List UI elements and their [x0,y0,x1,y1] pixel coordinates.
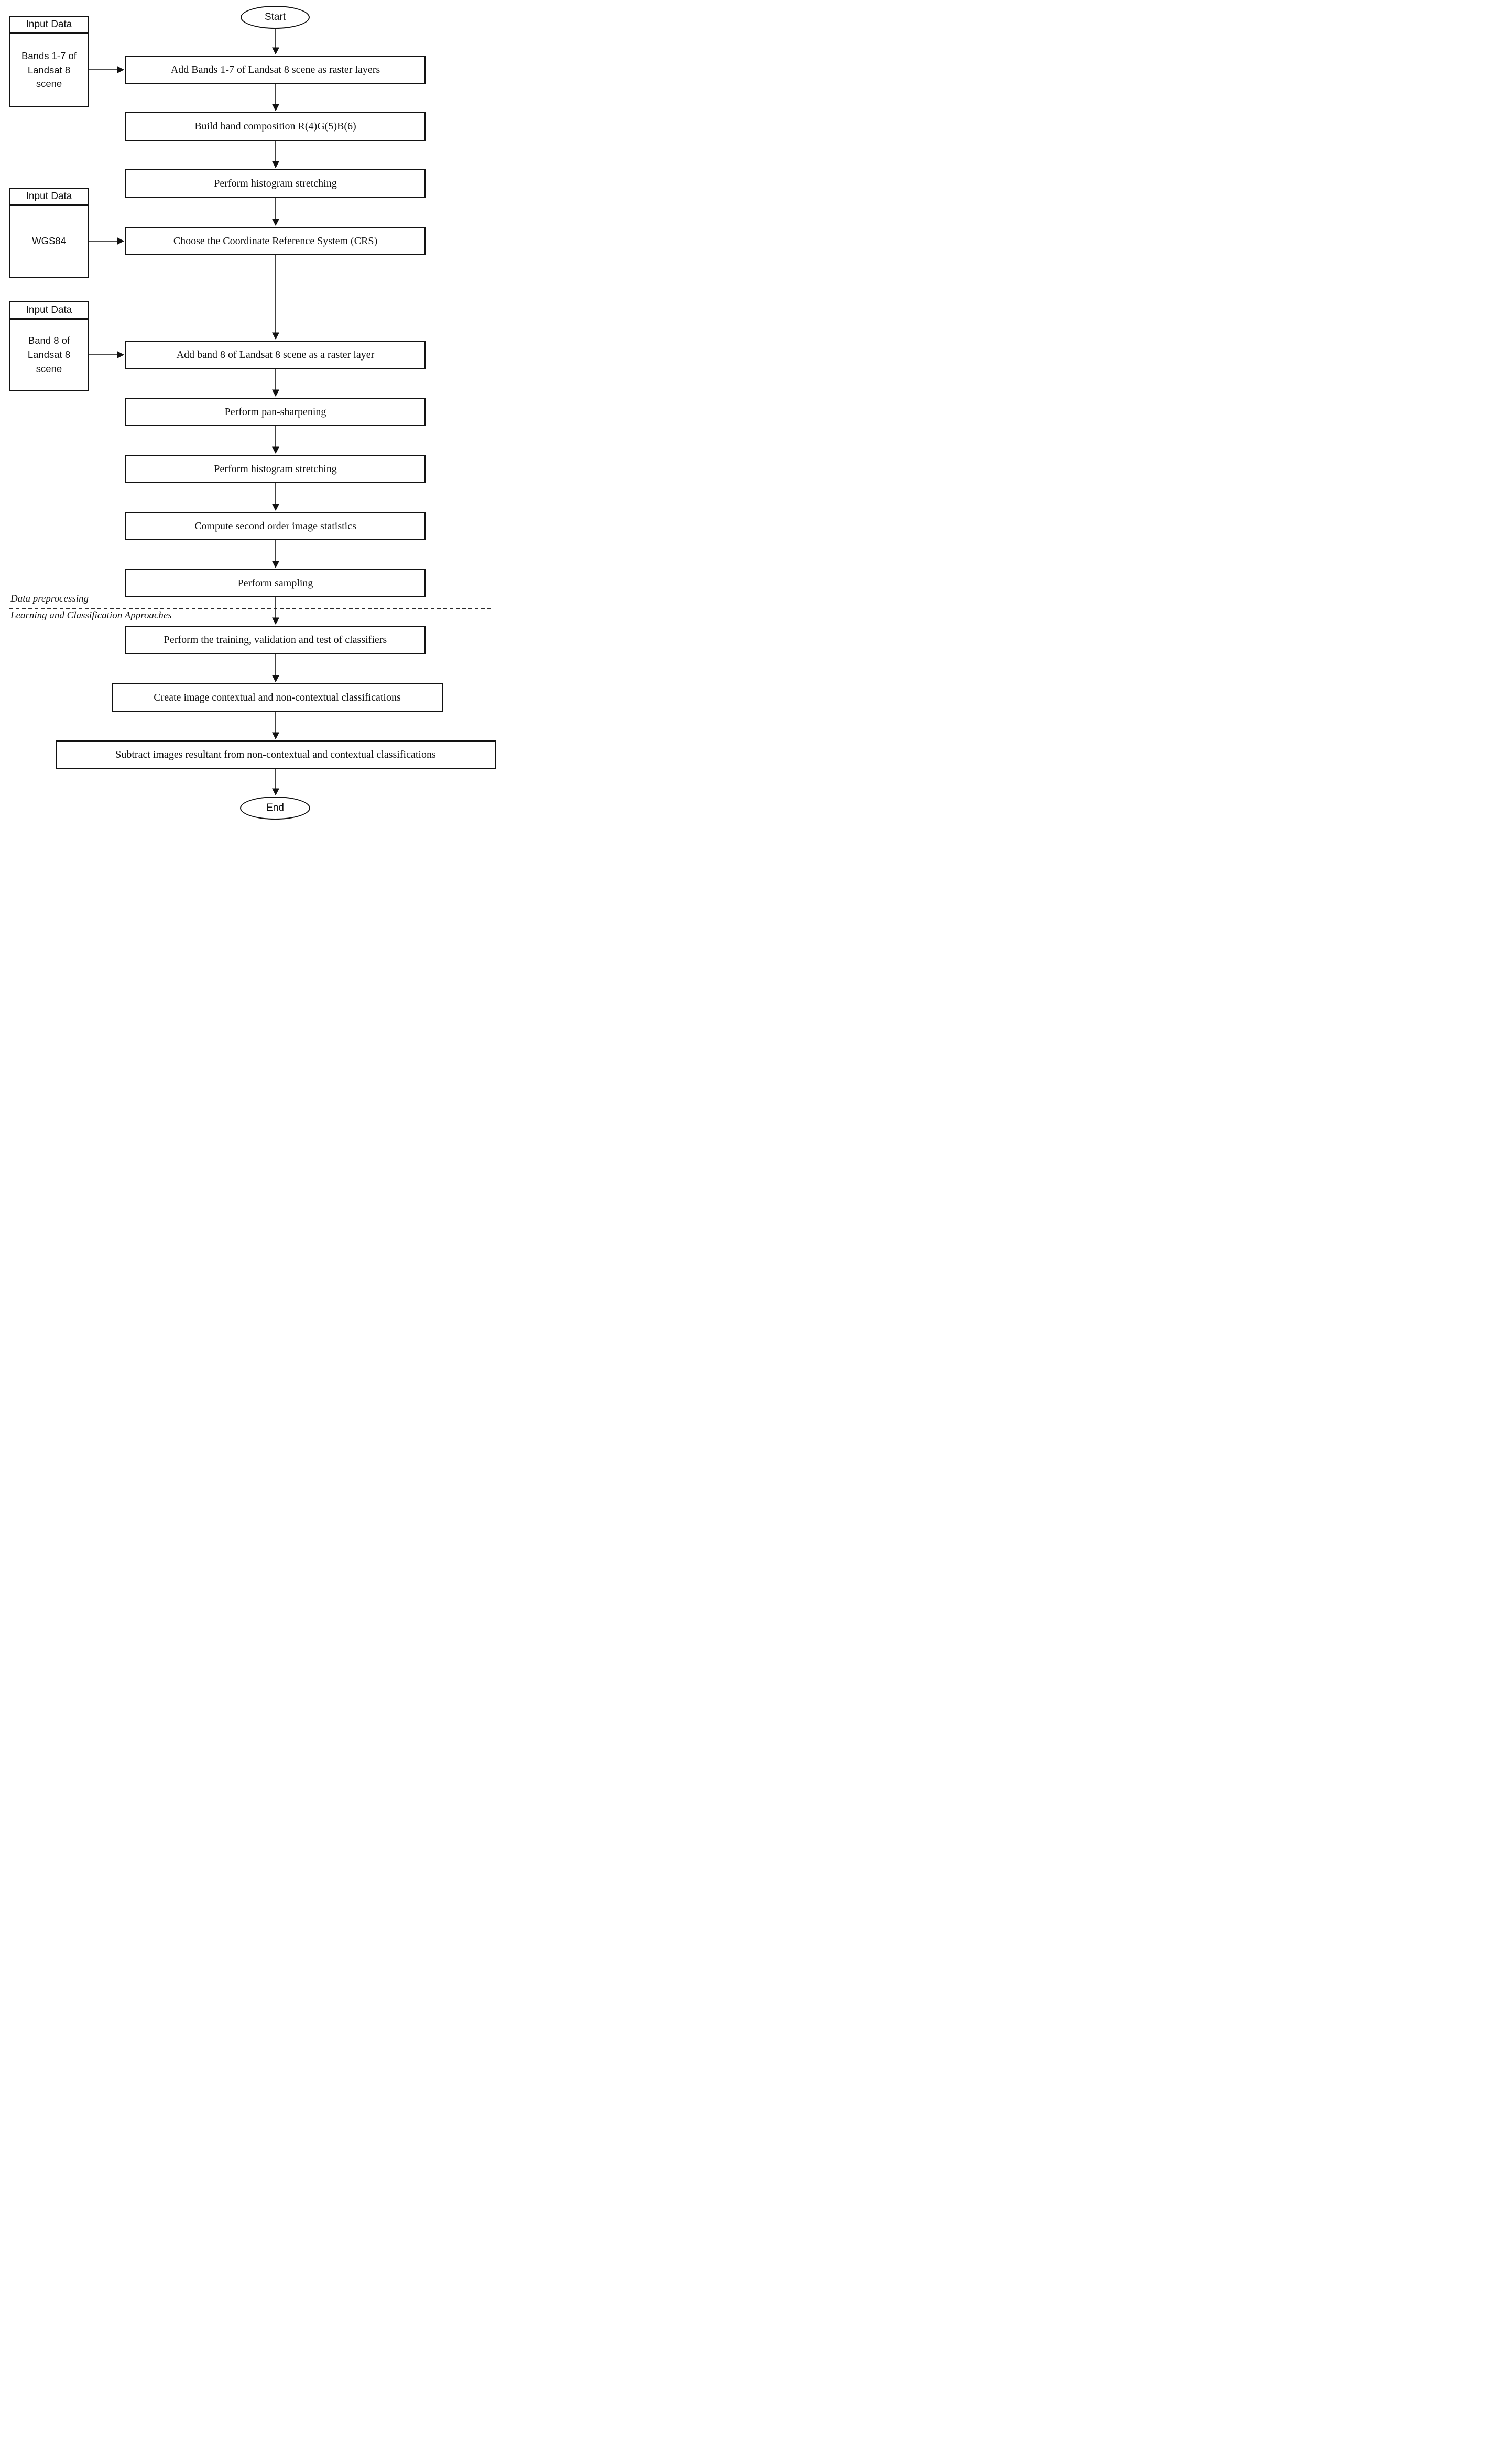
input-data-body: WGS84 [32,235,66,247]
section-label-text: Data preprocessing [10,593,89,604]
process-step-histogram-stretching-1: Perform histogram stretching [125,169,426,198]
process-step-label: Perform sampling [237,577,313,589]
process-step-training-validation-test: Perform the training, validation and tes… [125,626,426,654]
input-data-header: Input Data [10,189,88,206]
section-label-learning-classification: Learning and Classification Approaches [10,610,172,622]
process-step-label: Perform histogram stretching [214,177,337,189]
process-step-subtract-images: Subtract images resultant from non-conte… [56,740,496,769]
input-data-box-band-8: Input Data Band 8 of Landsat 8 scene [9,301,89,391]
input-data-body: Bands 1-7 of Landsat 8 scene [21,50,77,90]
process-step-label: Subtract images resultant from non-conte… [115,748,436,760]
process-step-label: Choose the Coordinate Reference System (… [173,235,378,247]
input-data-box-wgs84: Input Data WGS84 [9,188,89,278]
flowchart-canvas: Start End Input Data Bands 1-7 of Landsa… [0,0,502,821]
flow-connectors [9,29,494,795]
input-data-header: Input Data [10,17,88,34]
process-step-label: Add band 8 of Landsat 8 scene as a raste… [176,348,375,361]
start-label: Start [264,12,286,23]
process-step-sampling: Perform sampling [125,569,426,597]
process-step-build-band-composition: Build band composition R(4)G(5)B(6) [125,112,426,141]
process-step-label: Add Bands 1-7 of Landsat 8 scene as rast… [170,64,380,75]
section-label-text: Learning and Classification Approaches [10,610,172,621]
process-step-choose-crs: Choose the Coordinate Reference System (… [125,227,426,255]
end-terminal: End [240,797,310,820]
input-data-body: Band 8 of Landsat 8 scene [27,335,71,374]
section-label-data-preprocessing: Data preprocessing [10,593,89,605]
end-label: End [266,802,284,813]
process-step-pan-sharpening: Perform pan-sharpening [125,398,426,426]
input-data-header: Input Data [10,302,88,320]
process-step-add-bands-1-7: Add Bands 1-7 of Landsat 8 scene as rast… [125,56,426,84]
process-step-second-order-statistics: Compute second order image statistics [125,512,426,540]
process-step-label: Perform histogram stretching [214,463,337,475]
process-step-create-classifications: Create image contextual and non-contextu… [112,683,443,712]
start-terminal: Start [241,6,310,29]
process-step-add-band-8: Add band 8 of Landsat 8 scene as a raste… [125,341,426,369]
process-step-histogram-stretching-2: Perform histogram stretching [125,455,426,483]
input-data-box-bands-1-7: Input Data Bands 1-7 of Landsat 8 scene [9,16,89,107]
process-step-label: Perform the training, validation and tes… [164,634,387,646]
process-step-label: Create image contextual and non-contextu… [154,691,401,703]
process-step-label: Perform pan-sharpening [224,406,326,418]
process-step-label: Build band composition R(4)G(5)B(6) [194,121,356,132]
process-step-label: Compute second order image statistics [194,520,356,532]
